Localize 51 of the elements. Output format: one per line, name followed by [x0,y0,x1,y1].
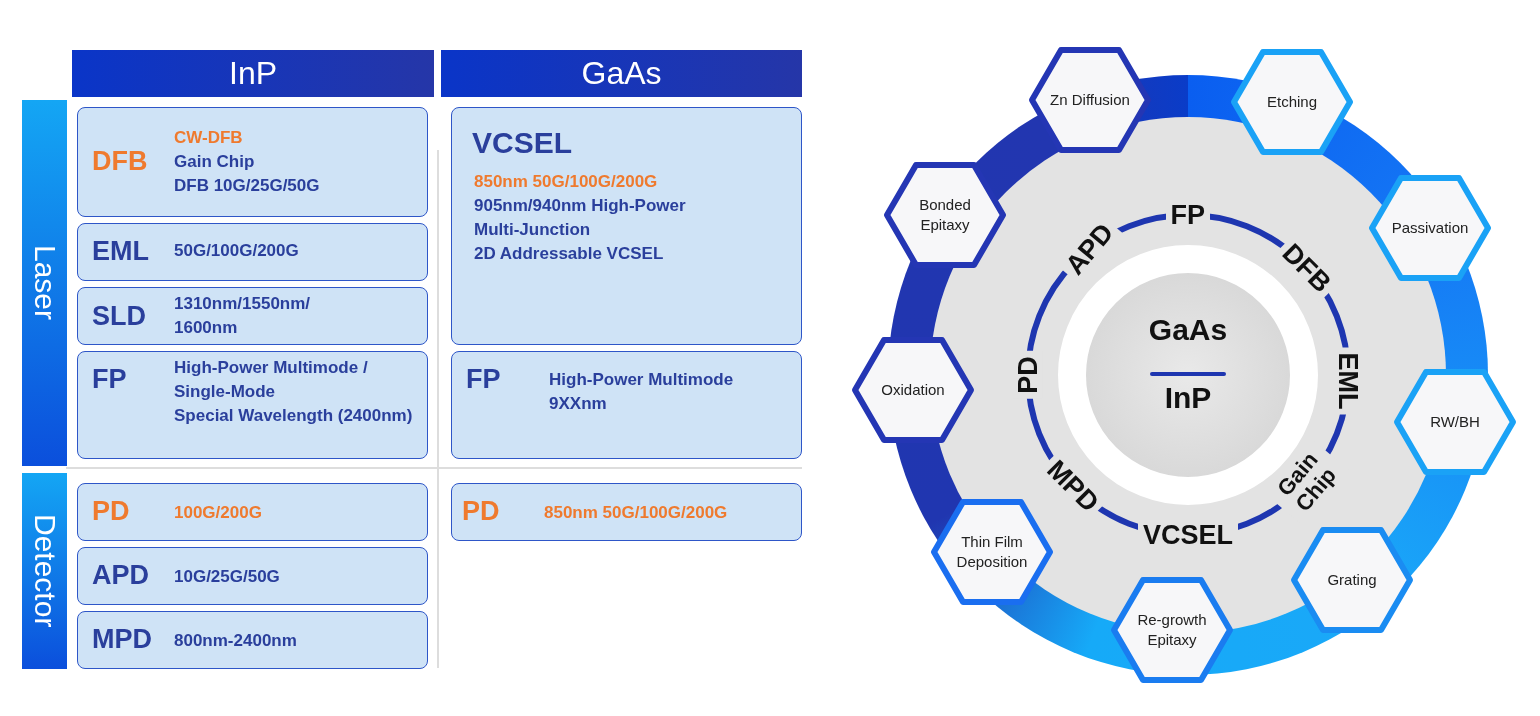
product-name: APD [92,560,149,591]
spec-text: 1310nm/1550nm/ 1600nm [174,293,312,339]
process-label: Bonded Epitaxy [918,195,972,235]
product-card [77,351,428,459]
spec-text: High-Power Multimode 9XXnm [549,369,735,415]
process-label: Passivation [1390,218,1470,238]
spec-text: 800nm-2400nm [174,630,298,652]
product-card [77,223,428,281]
product-name: FP [92,364,127,395]
spec-text: 50G/100G/200G [174,240,300,262]
center-label: InP [1163,381,1213,415]
product-card [77,287,428,345]
row-header: Laser [22,100,67,466]
process-label: Etching [1265,92,1318,112]
process-label: Oxidation [880,380,946,400]
spec-text: DFB 10G/25G/50G [174,175,321,197]
product-card [77,611,428,669]
product-card [77,483,428,541]
product-name: DFB [92,146,148,177]
spec-text: 100G/200G [174,502,263,524]
process-label: Zn Diffusion [1049,90,1131,110]
spec-text: 10G/25G/50G [174,566,281,588]
spec-text: 850nm 50G/100G/200G [474,171,659,193]
spec-text: Gain Chip [174,151,256,173]
product-name: PD [92,496,130,527]
product-card [77,547,428,605]
process-label: Grating [1326,570,1378,590]
process-label: Thin Film Deposition [955,532,1029,572]
product-name: MPD [92,624,152,655]
column-header: InP [72,50,434,97]
product-card [77,107,428,217]
row-header: Detector [22,473,67,669]
product-card [451,351,802,459]
product-card [451,483,802,541]
product-name: PD [462,496,500,527]
spec-text: 905nm/940nm High-Power [474,195,687,217]
product-card [451,107,802,345]
center-label: GaAs [1147,313,1229,347]
product-name: FP [466,364,501,395]
product-name: SLD [92,301,146,332]
product-name: VCSEL [472,126,573,160]
spec-text: Special Wavelength (2400nm) [174,405,414,427]
spec-text: 850nm 50G/100G/200G [544,502,729,524]
process-label: RW/BH [1429,412,1481,432]
product-name: EML [92,236,149,267]
spec-text: Multi-Junction [474,219,592,241]
process-label: Re-growth Epitaxy [1136,610,1208,650]
spec-text: CW-DFB [174,127,244,149]
column-header: GaAs [441,50,802,97]
spec-text: 2D Addressable VCSEL [474,243,665,265]
spec-text: High-Power Multimode / Single-Mode [174,357,369,403]
